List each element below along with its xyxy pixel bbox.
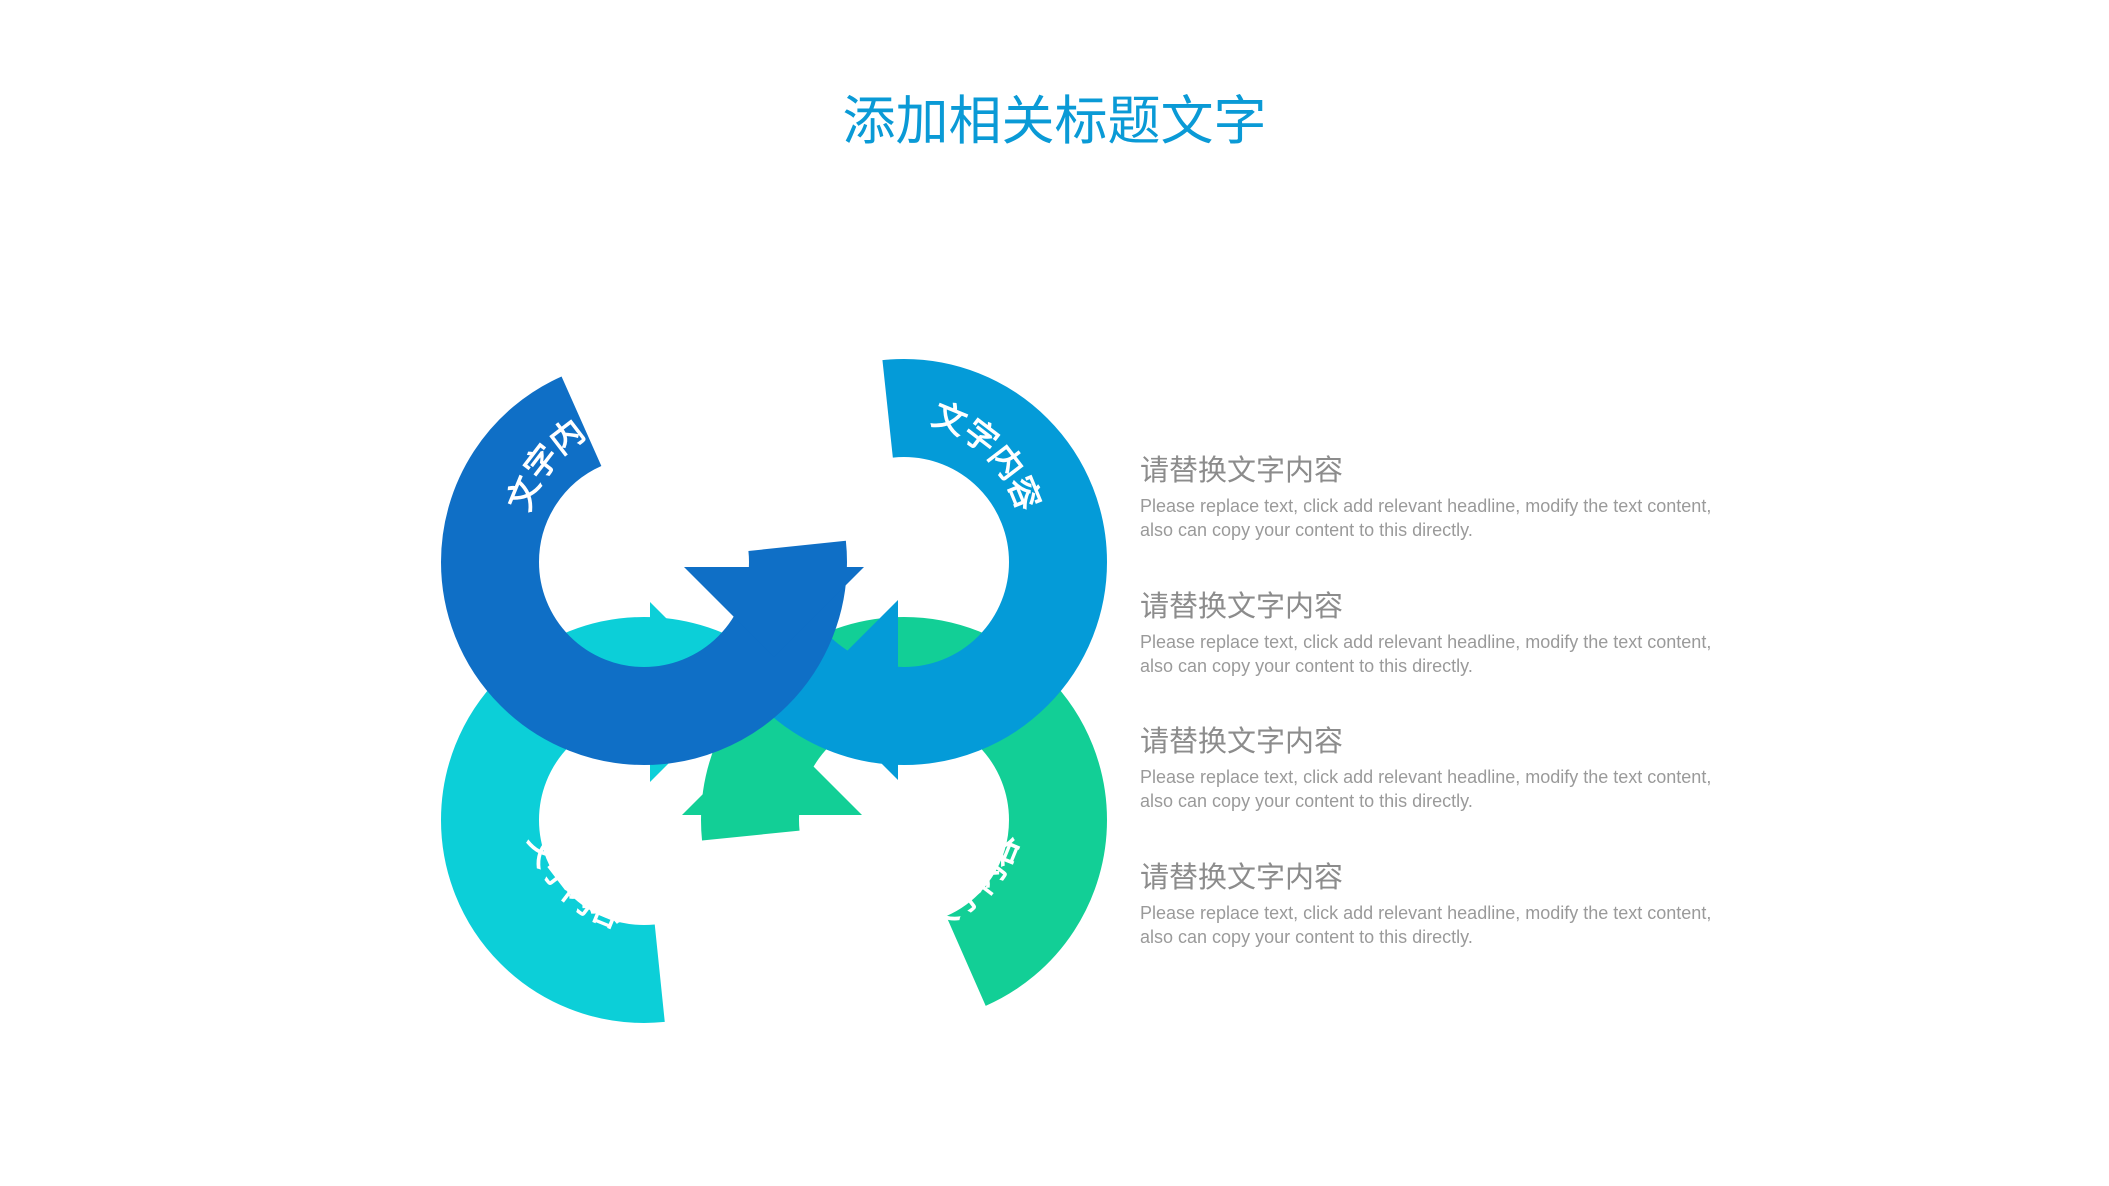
info-body: Please replace text, click add relevant … [1140, 903, 1712, 947]
info-heading: 请替换文字内容 [1140, 589, 1344, 623]
petal-bottom-left-ring [441, 617, 847, 1023]
petal-top-right-ring [701, 359, 1107, 765]
info-heading: 请替换文字内容 [1140, 453, 1344, 487]
info-body: Please replace text, click add relevant … [1140, 496, 1712, 540]
petal-bottom-right-arrowhead [682, 725, 862, 815]
petal-top-left-ring [441, 359, 847, 765]
petal-top-left-arrowhead [684, 567, 864, 657]
info-body: Please replace text, click add relevant … [1140, 632, 1712, 676]
petal-top-right: 文字内容 [701, 359, 1107, 780]
info-item-2: 请替换文字内容 Please replace text, click add r… [1140, 586, 1720, 678]
info-heading: 请替换文字内容 [1140, 724, 1344, 758]
info-body: Please replace text, click add relevant … [1140, 767, 1712, 811]
petal-bottom-right-ring [701, 617, 1107, 1023]
info-heading: 请替换文字内容 [1140, 860, 1344, 894]
petal-top-right-arrowhead [808, 600, 898, 780]
page-title: 添加相关标题文字 [842, 90, 1267, 152]
info-item-1: 请替换文字内容 Please replace text, click add r… [1140, 450, 1720, 542]
info-item-3: 请替换文字内容 Please replace text, click add r… [1140, 721, 1720, 813]
petal-top-left: 文字内容 [441, 359, 864, 765]
info-item-4: 请替换文字内容 Please replace text, click add r… [1140, 857, 1720, 949]
